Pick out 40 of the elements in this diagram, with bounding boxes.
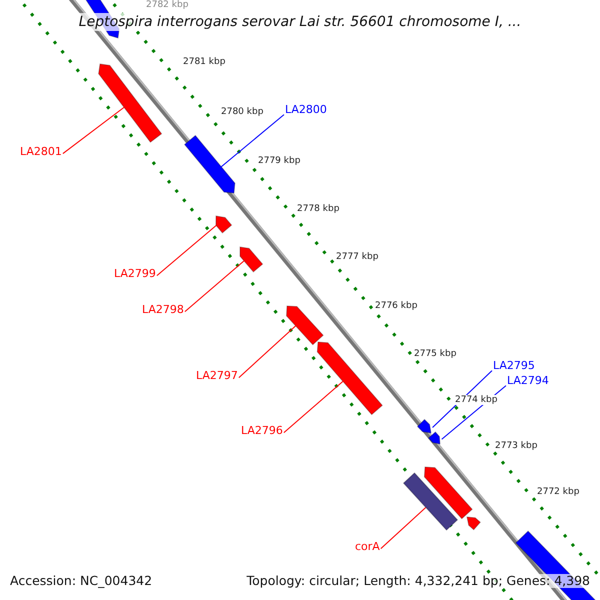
leader-line (238, 325, 296, 378)
gene-label: corA (355, 541, 380, 554)
gene-block (428, 431, 441, 445)
gene-block (316, 341, 383, 416)
tick-label: 2782 kbp (146, 0, 188, 10)
gene-block (286, 305, 324, 346)
gene-block (240, 246, 264, 273)
leader-line (220, 114, 284, 168)
tick-label: 2781 kbp (183, 57, 226, 68)
gene-label: LA2794 (507, 375, 549, 388)
tick-label: 2780 kbp (221, 107, 264, 118)
gene-block (466, 516, 481, 530)
leader-line (62, 106, 125, 154)
gene-block (184, 134, 236, 194)
tick-label: 2777 kbp (336, 252, 378, 262)
gene-block (424, 466, 473, 520)
gene-label: LA2801 (20, 146, 62, 159)
tick-label: 2772 kbp (537, 487, 580, 498)
tick-label: 2779 kbp (258, 156, 300, 166)
gene-label: LA2795 (493, 360, 535, 373)
gene-block (402, 472, 458, 531)
tick-label: 2773 kbp (495, 441, 538, 452)
leader-line (184, 260, 245, 312)
tick-label: 2778 kbp (297, 204, 340, 214)
tick-label: 2775 kbp (414, 349, 456, 360)
gene-block (215, 215, 232, 234)
gene-label: LA2796 (241, 425, 283, 438)
gene-block (416, 418, 432, 434)
tick-label: 2776 kbp (375, 301, 418, 312)
leader-line (380, 506, 426, 550)
gene-label: LA2800 (285, 104, 327, 117)
accession-text: Accession: NC_004342 (10, 574, 152, 588)
gene-label: LA2797 (196, 370, 238, 383)
gene-label: LA2799 (114, 268, 156, 281)
leader-line (283, 380, 344, 434)
gene-block (98, 63, 162, 143)
genome-info-text: Topology: circular; Length: 4,332,241 bp; Genes: 4,398 (246, 574, 590, 588)
tick-label: 2774 kbp (455, 395, 498, 406)
gene-label: LA2798 (142, 304, 184, 317)
leader-line (156, 224, 217, 276)
